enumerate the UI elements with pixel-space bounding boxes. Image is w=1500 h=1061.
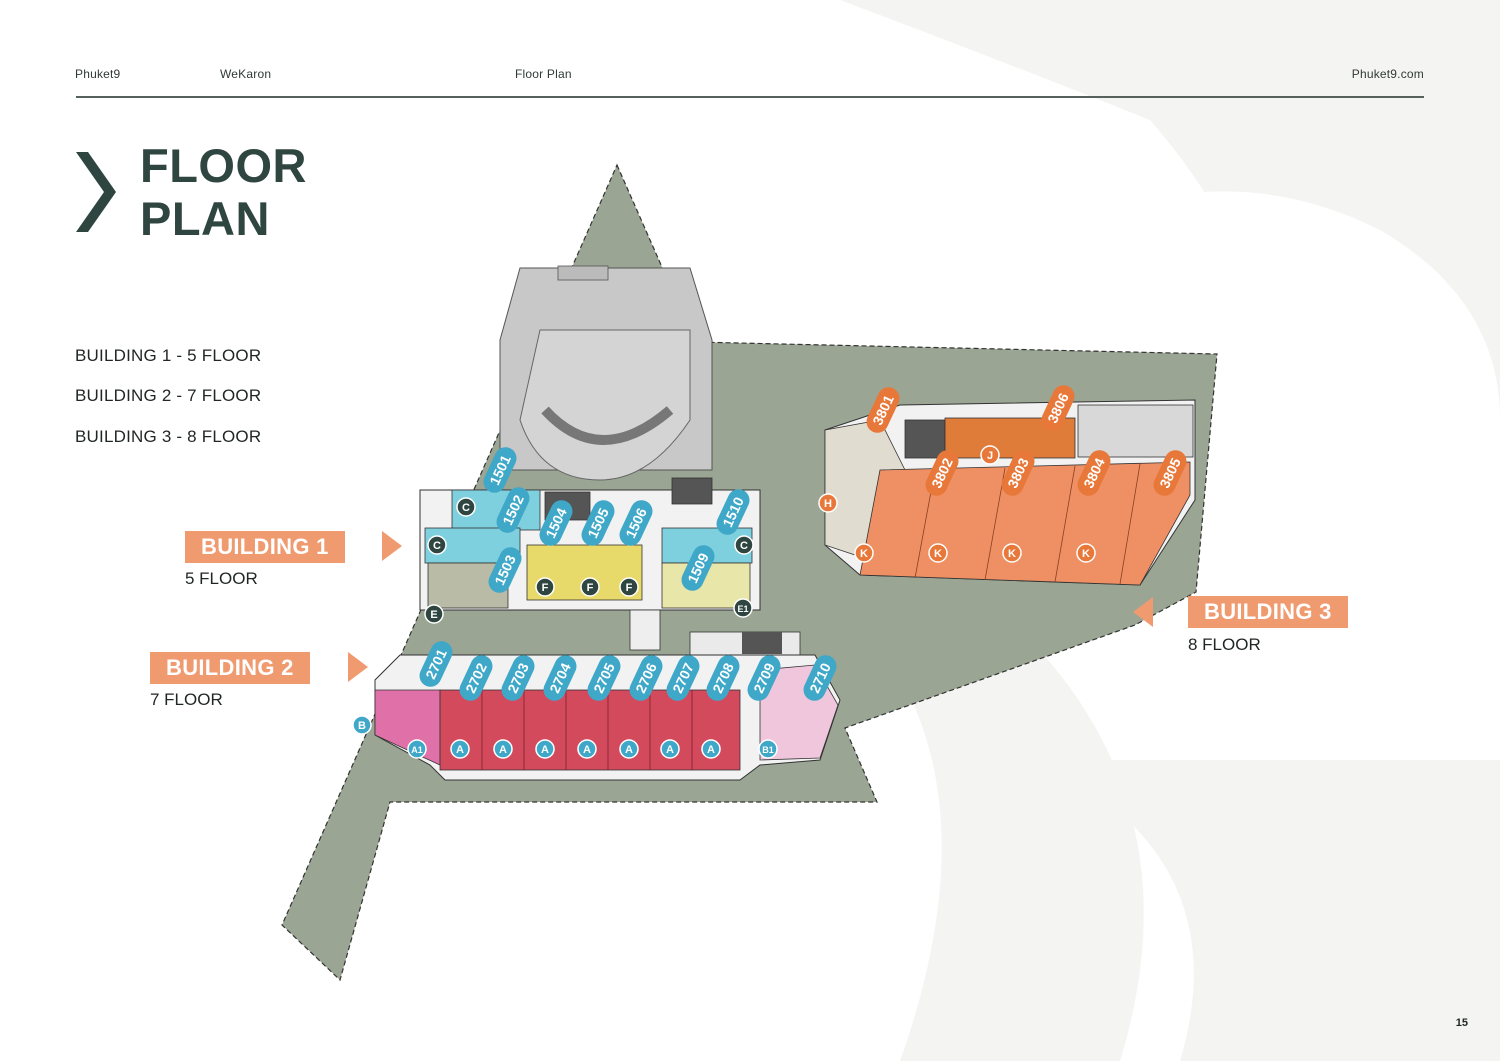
- svg-text:F: F: [626, 582, 633, 594]
- building-1-label: BUILDING 1: [185, 531, 345, 563]
- building-3-floors: 8 FLOOR: [1188, 635, 1261, 654]
- building-1-floors: 5 FLOOR: [185, 569, 258, 588]
- header-project: WeKaron: [220, 67, 272, 81]
- svg-text:E: E: [430, 609, 437, 621]
- svg-text:B: B: [358, 720, 366, 732]
- svg-text:A: A: [583, 744, 591, 756]
- page-number: 15: [1455, 1017, 1468, 1029]
- svg-text:A: A: [625, 744, 633, 756]
- header-brand: Phuket9: [75, 67, 121, 81]
- floors-building-1: BUILDING 1 - 5 FLOOR: [75, 346, 262, 365]
- svg-text:A: A: [666, 744, 674, 756]
- svg-text:C: C: [462, 502, 470, 514]
- building-2-floors: 7 FLOOR: [150, 690, 223, 709]
- svg-text:C: C: [433, 540, 441, 552]
- svg-text:F: F: [587, 582, 594, 594]
- svg-text:H: H: [824, 498, 832, 510]
- svg-text:A1: A1: [411, 745, 423, 755]
- chevron-right-icon: [76, 152, 116, 232]
- floors-building-2: BUILDING 2 - 7 FLOOR: [75, 386, 262, 405]
- building-2-pointer-icon: [348, 652, 368, 682]
- svg-text:K: K: [1082, 548, 1090, 560]
- svg-text:J: J: [987, 450, 993, 462]
- svg-text:F: F: [542, 582, 549, 594]
- page-title-line1: FLOOR: [140, 139, 307, 192]
- building-1-pointer-icon: [382, 531, 402, 561]
- svg-text:A: A: [707, 744, 715, 756]
- svg-text:K: K: [1008, 548, 1016, 560]
- page-title-line2: PLAN: [140, 192, 270, 245]
- svg-text:E1: E1: [737, 604, 748, 614]
- svg-text:A: A: [499, 744, 507, 756]
- building-3-label: BUILDING 3: [1188, 596, 1348, 628]
- floors-building-3: BUILDING 3 - 8 FLOOR: [75, 427, 262, 446]
- building-2-label: BUILDING 2: [150, 652, 310, 684]
- svg-text:K: K: [860, 548, 868, 560]
- svg-text:K: K: [934, 548, 942, 560]
- header-website: Phuket9.com: [1351, 67, 1424, 81]
- svg-text:B1: B1: [762, 745, 774, 755]
- header-divider: [76, 96, 1424, 98]
- svg-text:C: C: [740, 540, 748, 552]
- building-3-pointer-icon: [1133, 597, 1153, 627]
- svg-text:A: A: [456, 744, 464, 756]
- svg-text:A: A: [541, 744, 549, 756]
- header-section: Floor Plan: [515, 67, 572, 81]
